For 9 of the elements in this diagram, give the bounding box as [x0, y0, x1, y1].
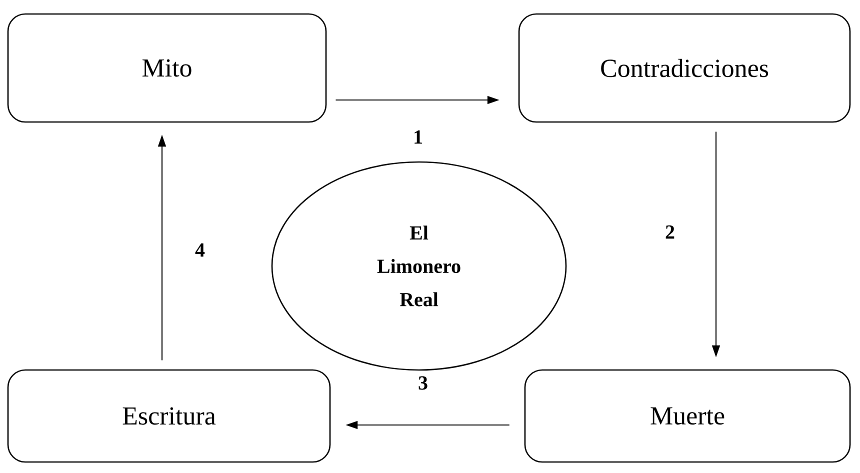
- rounded-box: Escritura: [7, 369, 331, 463]
- edge-label: 1: [412, 129, 424, 145]
- rounded-box: Contradicciones: [518, 13, 851, 123]
- rounded-box: Muerte: [524, 369, 851, 463]
- edge-label: 3: [416, 374, 430, 392]
- edge-label: 4: [194, 242, 206, 258]
- ellipse-node: El Limonero Real: [271, 161, 567, 371]
- rounded-box: Mito: [7, 13, 327, 123]
- edge-label: 2: [664, 224, 676, 240]
